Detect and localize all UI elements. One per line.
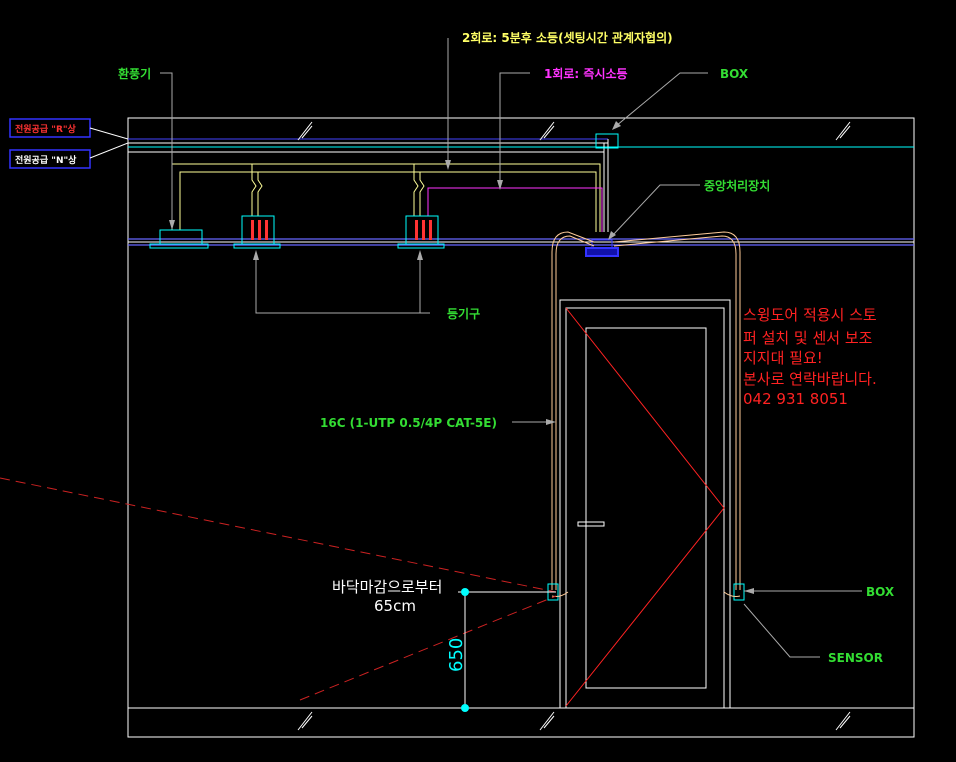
cable-label: 16C (1-UTP 0.5/4P CAT-5E)	[320, 416, 497, 430]
leader-arrowheads	[169, 121, 754, 594]
floor-note-line1: 바닥마감으로부터	[332, 578, 442, 596]
central-unit-label: 중앙처리장치	[704, 178, 770, 193]
light-fixture-label: 등기구	[447, 306, 480, 321]
cable-run	[551, 231, 741, 590]
right-sensor-box	[723, 583, 745, 601]
central-processing-unit	[585, 239, 619, 257]
note-line-5: 042 931 8051	[743, 390, 848, 408]
note-line-3: 지지대 필요!	[743, 349, 823, 367]
wiring-yellow	[171, 163, 601, 232]
note-line-1: 스윙도어 적용시 스토	[743, 306, 877, 324]
box-top-label: BOX	[720, 67, 749, 81]
note-line-2: 퍼 설치 및 센서 보조	[743, 329, 873, 347]
box-right-label: BOX	[866, 585, 895, 599]
circuit2-label: 2회로: 5분후 소등(셋팅시간 관계자협의)	[462, 30, 673, 45]
leader-lines	[160, 38, 862, 658]
door-frame	[559, 299, 731, 709]
door-handle	[577, 521, 605, 527]
ventilator-fixture	[149, 229, 209, 249]
floor-note-line2: 65cm	[374, 597, 416, 615]
power-n-label: 전원공급 "N"상	[15, 154, 77, 166]
wiring-white	[603, 139, 609, 232]
circuit1-label: 1회로: 즉시소등	[544, 66, 628, 81]
power-r-leader	[89, 127, 129, 140]
power-n-box	[9, 149, 91, 169]
dashed-reference-lines	[0, 477, 557, 701]
light-fixture-2	[397, 215, 445, 249]
door-swing-line	[565, 307, 725, 707]
wiring-magenta	[427, 187, 603, 232]
light-fixture-1	[233, 215, 281, 249]
sensor-label: SENSOR	[828, 651, 883, 665]
dimension-value: 650	[446, 638, 467, 672]
power-n-leader	[89, 142, 129, 159]
note-line-4: 본사로 연락바랍니다.	[743, 370, 877, 388]
break-marks	[297, 121, 851, 731]
ventilator-label: 환풍기	[118, 66, 151, 81]
height-dimension	[458, 588, 556, 712]
top-junction-box	[595, 133, 619, 149]
installation-note: 스윙도어 적용시 스토 퍼 설치 및 센서 보조 지지대 필요! 본사로 연락바…	[743, 306, 877, 408]
wall-frame	[127, 117, 915, 738]
power-r-label: 전원공급 "R"상	[15, 123, 77, 135]
